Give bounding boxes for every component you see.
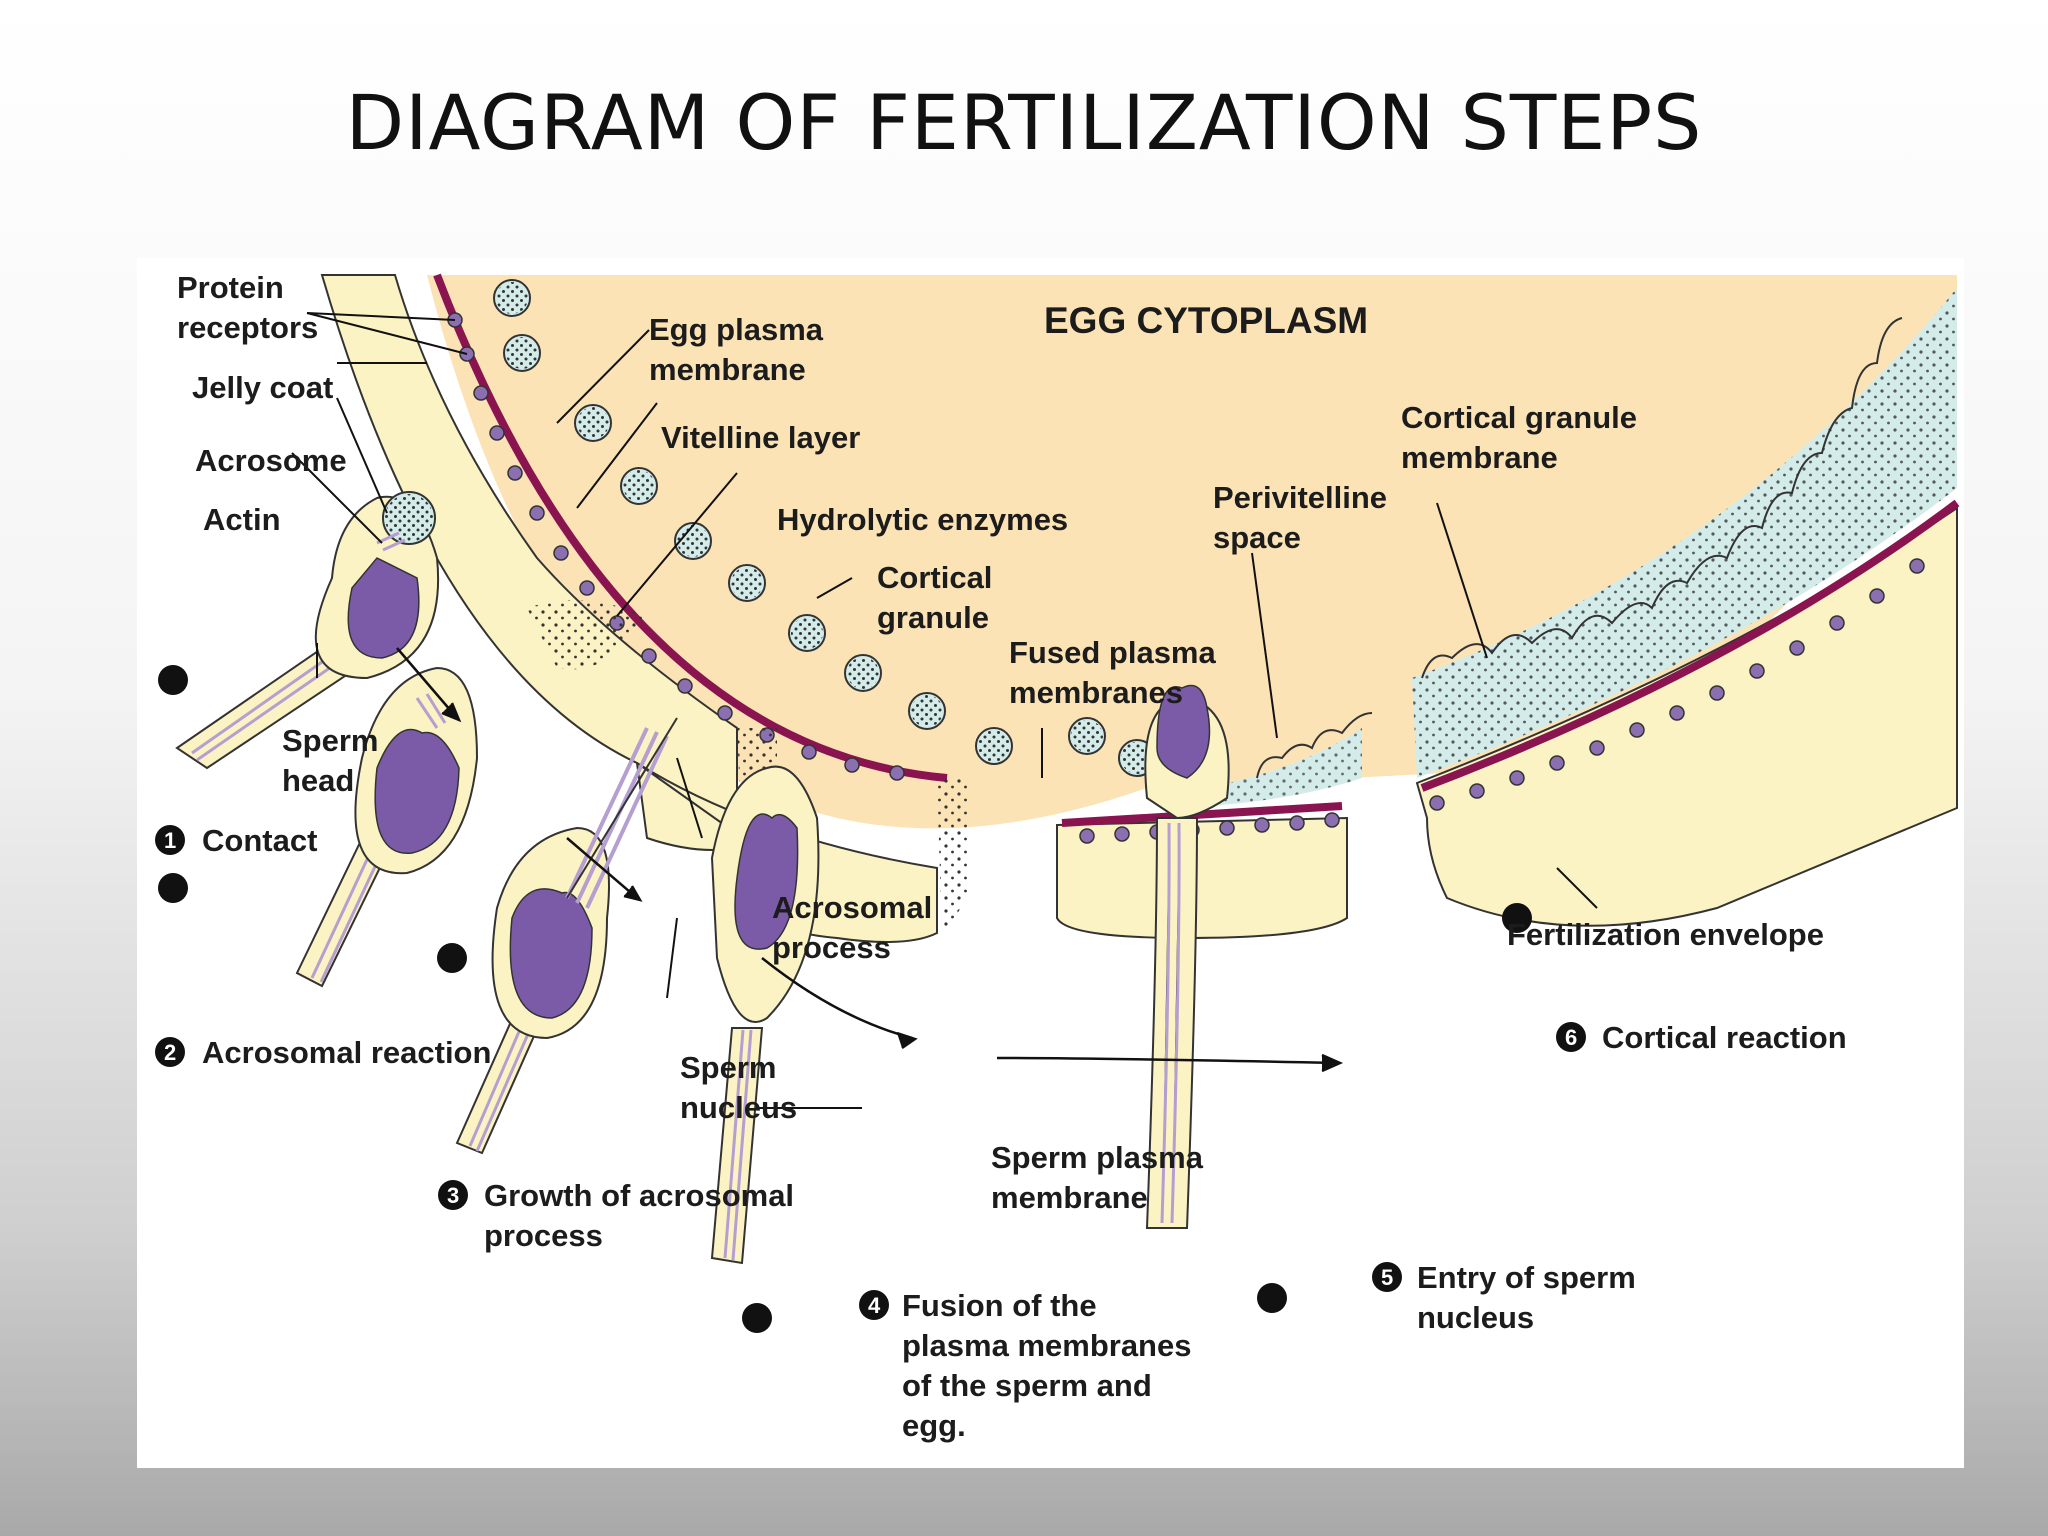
sperm-head-label-1: Sperm xyxy=(282,723,378,758)
step-number-icon xyxy=(158,665,1532,1333)
egg-cytoplasm-label: EGG CYTOPLASM xyxy=(1044,300,1368,341)
step-3-label-2: process xyxy=(484,1218,603,1253)
step-5-label-2: nucleus xyxy=(1417,1300,1534,1335)
egg-plasma-membrane-label-2: membrane xyxy=(649,352,806,387)
sperm-head-label-2: head xyxy=(282,763,354,798)
cortical-granule-label-1: Cortical xyxy=(877,560,992,595)
egg-plasma-membrane-label-1: Egg plasma xyxy=(649,312,824,347)
step-4-label-3: of the sperm and xyxy=(902,1368,1152,1403)
hydrolytic-enzymes-label: Hydrolytic enzymes xyxy=(777,502,1068,537)
vitelline-layer-label: Vitelline layer xyxy=(661,420,860,455)
jelly-coat-right xyxy=(1056,816,1348,940)
cortical-granule-membrane-label-1: Cortical granule xyxy=(1401,400,1637,435)
step-1-label: Contact xyxy=(202,823,317,858)
sperm-plasma-membrane-label-2: membrane xyxy=(991,1180,1148,1215)
actin-label: Actin xyxy=(203,502,281,537)
slide-title: DIAGRAM OF FERTILIZATION STEPS xyxy=(345,78,1703,167)
cortical-granule-membrane-label-2: membrane xyxy=(1401,440,1558,475)
sperm-nucleus-label-1: Sperm xyxy=(680,1050,776,1085)
egg-plasma-membrane-right xyxy=(1420,499,1960,792)
egg-plasma-membrane-fused xyxy=(1061,802,1343,827)
diagram-panel: EGG CYTOPLASM Protein receptors Jelly co… xyxy=(137,258,1964,1468)
protein-receptors-label-2: receptors xyxy=(177,310,318,345)
fertilization-envelope-shape xyxy=(1415,506,1958,927)
step-3-label-1: Growth of acrosomal xyxy=(484,1178,794,1213)
sperm-nucleus-label-2: nucleus xyxy=(680,1090,797,1125)
fused-membranes-label-1: Fused plasma xyxy=(1009,635,1216,670)
step-2-number: 2 xyxy=(164,1040,176,1065)
labels: EGG CYTOPLASM Protein receptors Jelly co… xyxy=(177,270,1847,1443)
sperm-entry xyxy=(1144,684,1230,1229)
sperm-fusion xyxy=(710,765,820,1265)
sperm-acrosomal-process xyxy=(455,717,678,1155)
step-4-number: 4 xyxy=(868,1293,881,1318)
step-4-label-2: plasma membranes xyxy=(902,1328,1191,1363)
fused-membranes-label-2: membranes xyxy=(1009,675,1183,710)
perivitelline-label-1: Perivitelline xyxy=(1213,480,1387,515)
step-6-number: 6 xyxy=(1565,1025,1577,1050)
acrosomal-process-label-2: process xyxy=(772,930,891,965)
step-4-label-4: egg. xyxy=(902,1408,966,1443)
step-3-number: 3 xyxy=(447,1183,459,1208)
perivitelline-label-2: space xyxy=(1213,520,1301,555)
protein-receptors-label-1: Protein xyxy=(177,270,284,305)
arrow-icon xyxy=(396,647,1344,1073)
step-1-number: 1 xyxy=(164,828,176,853)
jelly-coat-left xyxy=(320,274,738,852)
step-5-label-1: Entry of sperm xyxy=(1417,1260,1636,1295)
step-6-label: Cortical reaction xyxy=(1602,1020,1847,1055)
acrosome-label: Acrosome xyxy=(195,443,347,478)
step-numbers: 1 2 3 4 5 6 xyxy=(155,825,1586,1320)
sperm-plasma-membrane-label-1: Sperm plasma xyxy=(991,1140,1204,1175)
step-5-number: 5 xyxy=(1381,1265,1393,1290)
step-2-label: Acrosomal reaction xyxy=(202,1035,491,1070)
sperm-acrosomal-reaction xyxy=(295,666,479,988)
protein-receptors xyxy=(447,312,1925,844)
acrosomal-process-label-1: Acrosomal xyxy=(772,890,932,925)
fertilization-envelope-label: Fertilization envelope xyxy=(1507,917,1824,952)
jelly-coat-label: Jelly coat xyxy=(192,370,333,405)
leader-lines xyxy=(291,312,1598,1109)
cortical-granule-label-2: granule xyxy=(877,600,989,635)
cortical-granule-membrane xyxy=(1421,317,1903,679)
step-4-label-1: Fusion of the xyxy=(902,1288,1097,1323)
fertilization-diagram: EGG CYTOPLASM Protein receptors Jelly co… xyxy=(155,270,1960,1443)
